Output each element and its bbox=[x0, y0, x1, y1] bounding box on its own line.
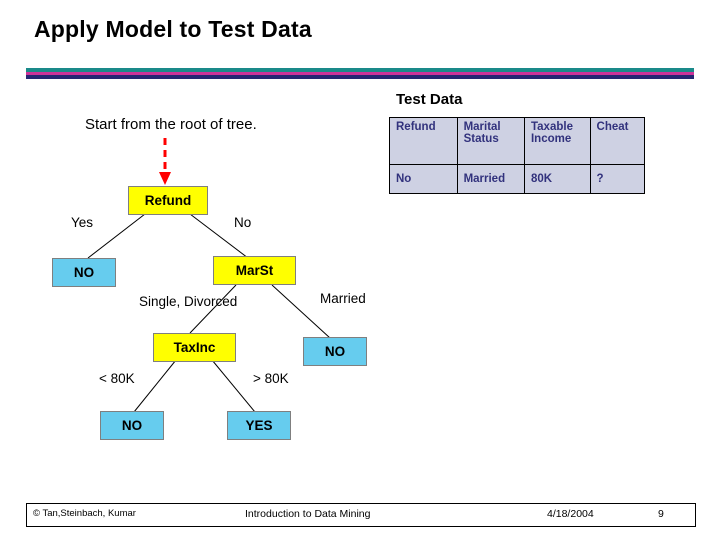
table-header-row: Refund Marital Status Taxable Income Che… bbox=[389, 117, 646, 165]
tree-node-no-left[interactable]: NO bbox=[52, 258, 116, 287]
edge-label-refund-no: No bbox=[234, 215, 252, 230]
table-row: No Married 80K ? bbox=[389, 164, 646, 194]
divider-rule-navy bbox=[26, 75, 694, 79]
test-data-table: Refund Marital Status Taxable Income Che… bbox=[389, 117, 646, 194]
tree-node-taxinc[interactable]: TaxInc bbox=[153, 333, 236, 362]
footer-page-number: 9 bbox=[658, 508, 664, 520]
tree-node-yes[interactable]: YES bbox=[227, 411, 291, 440]
table-header-refund: Refund bbox=[389, 117, 458, 165]
start-from-root-text: Start from the root of tree. bbox=[85, 116, 257, 133]
tree-node-no-right[interactable]: NO bbox=[303, 337, 367, 366]
edge-marst-to-no bbox=[271, 284, 331, 339]
page-title: Apply Model to Test Data bbox=[34, 16, 312, 42]
footer-date: 4/18/2004 bbox=[547, 508, 594, 520]
edge-label-married: Married bbox=[320, 291, 366, 306]
table-header-income-line1: Taxable bbox=[530, 121, 573, 133]
edge-label-gt-80k: > 80K bbox=[253, 371, 289, 386]
table-cell-marital-status: Married bbox=[456, 164, 525, 194]
edge-taxinc-to-yes bbox=[211, 359, 256, 413]
tree-node-no-bottom[interactable]: NO bbox=[100, 411, 164, 440]
table-header-cheat: Cheat bbox=[589, 117, 646, 165]
footer-copyright: © Tan,Steinbach, Kumar bbox=[33, 508, 136, 519]
table-header-marital-status: Marital Status bbox=[456, 117, 525, 165]
table-header-marital-line1: Marital bbox=[463, 121, 501, 133]
footer-bar: © Tan,Steinbach, Kumar Introduction to D… bbox=[26, 503, 696, 527]
root-arrow-head bbox=[159, 172, 171, 185]
table-header-cheat-line1: Cheat bbox=[596, 121, 629, 133]
edge-refund-to-no bbox=[87, 213, 146, 259]
table-header-income-line2: Income bbox=[530, 133, 572, 145]
table-cell-taxable-income: 80K bbox=[523, 164, 591, 194]
divider-rule-magenta bbox=[26, 72, 694, 75]
footer-center-text: Introduction to Data Mining bbox=[245, 508, 371, 520]
edge-label-refund-yes: Yes bbox=[71, 215, 94, 230]
edge-marst-to-taxinc bbox=[189, 284, 237, 334]
edge-label-lt-80k: < 80K bbox=[99, 371, 135, 386]
edge-refund-to-marst bbox=[189, 213, 249, 259]
test-data-label: Test Data bbox=[396, 91, 463, 108]
divider-rule-teal bbox=[26, 68, 694, 72]
table-header-refund-line1: Refund bbox=[396, 121, 436, 133]
edge-taxinc-to-no bbox=[133, 359, 177, 413]
tree-node-refund[interactable]: Refund bbox=[128, 186, 208, 215]
tree-node-marst[interactable]: MarSt bbox=[213, 256, 296, 285]
table-header-marital-line2: Status bbox=[463, 133, 499, 145]
edge-label-single-divorced: Single, Divorced bbox=[139, 294, 238, 309]
table-cell-cheat: ? bbox=[589, 164, 646, 194]
